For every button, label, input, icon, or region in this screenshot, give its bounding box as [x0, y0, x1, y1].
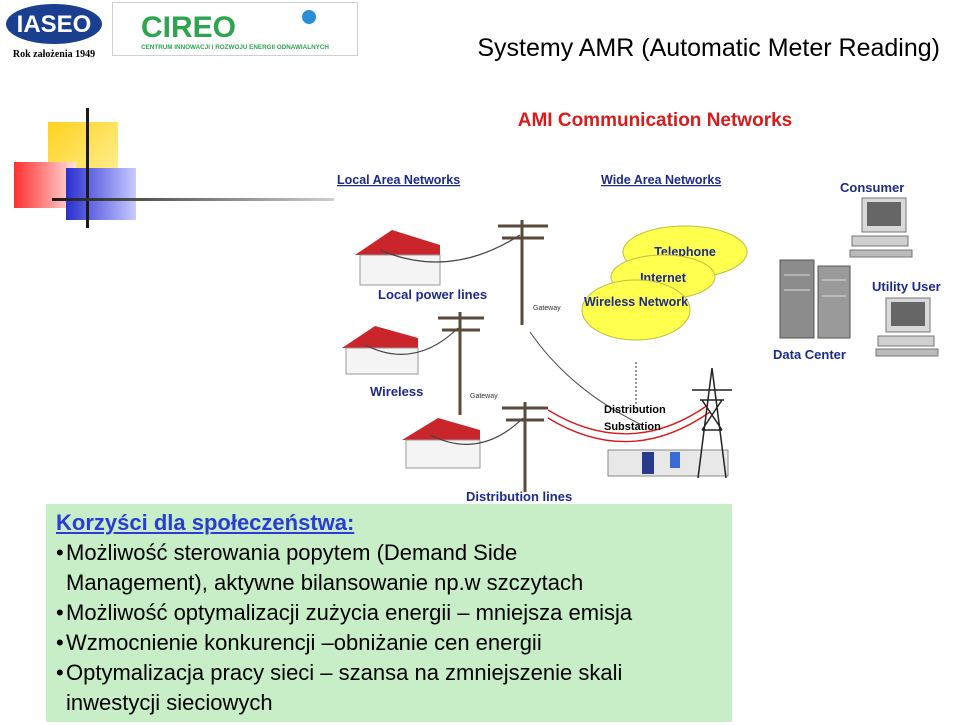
label-substation-1: Distribution: [604, 404, 666, 416]
house-icon: [355, 230, 441, 286]
iaseo-logo-caption: Rok założenia 1949: [13, 49, 95, 60]
label-consumer: Consumer: [840, 180, 904, 195]
benefits-heading: Korzyści dla społeczeństwa:: [56, 510, 355, 535]
label-wan: Wide Area Networks: [601, 173, 721, 187]
label-wireless: Wireless: [370, 384, 423, 399]
bullet-dot: •: [56, 600, 64, 625]
utility-pole-icon: [502, 402, 548, 492]
benefit-continuation: Management), aktywne bilansowanie np.w s…: [66, 570, 584, 595]
bullet-dot: •: [56, 660, 64, 685]
substation-icon: [607, 362, 729, 477]
cireo-logo-text: CIREO: [141, 11, 236, 44]
bullet-dot: •: [56, 630, 64, 655]
benefit-text: Możliwość optymalizacji zużycia energii …: [66, 600, 633, 625]
deco-blue-square: [66, 168, 136, 220]
deco-horizontal-line: [52, 198, 334, 201]
house-icon: [402, 418, 481, 469]
transmission-tower-icon: [692, 367, 732, 479]
bullet-dot: •: [56, 540, 64, 565]
cireo-logo-subtitle: CENTRUM INNOWACJI I ROZWOJU ENERGII ODNA…: [141, 44, 329, 51]
label-distribution-lines: Distribution lines: [466, 489, 572, 504]
house-icon: [342, 326, 419, 375]
data-center-server-icon: [779, 259, 851, 339]
cireo-logo: CIREO CENTRUM INNOWACJI I ROZWOJU ENERGI…: [112, 2, 358, 56]
benefits-box: Korzyści dla społeczeństwa: • Możliwość …: [46, 504, 732, 722]
cloud-wireless-label: Wireless Network: [584, 295, 688, 309]
label-data-center: Data Center: [773, 347, 846, 362]
iaseo-logo: IASEO Rok założenia 1949: [2, 2, 106, 60]
deco-vertical-line: [86, 108, 89, 228]
ami-diagram: AMI Communication Networks Local Area Ne…: [330, 100, 960, 505]
consumer-computer-icon: [849, 197, 913, 258]
benefit-text: Możliwość sterowania popytem (Demand Sid…: [66, 540, 518, 565]
benefit-continuation: inwestycji sieciowych: [66, 690, 273, 715]
diagram-title: AMI Communication Networks: [518, 110, 792, 131]
utility-computer-icon: [875, 297, 939, 357]
benefit-text: Optymalizacja pracy sieci – szansa na zm…: [66, 660, 623, 685]
label-utility-user: Utility User: [872, 279, 941, 294]
label-gateway-2: Gateway: [470, 393, 498, 400]
label-substation-2: Substation: [604, 421, 661, 433]
benefit-item: • Optymalizacja pracy sieci – szansa na …: [56, 658, 722, 688]
slide-title: Systemy AMR (Automatic Meter Reading): [477, 34, 940, 62]
benefit-item: • Wzmocnienie konkurencji –obniżanie cen…: [56, 628, 722, 658]
iaseo-logo-text: IASEO: [17, 11, 92, 38]
benefit-item: • Możliwość optymalizacji zużycia energi…: [56, 598, 722, 628]
benefit-item: • Możliwość sterowania popytem (Demand S…: [56, 538, 722, 568]
label-lan: Local Area Networks: [337, 173, 460, 187]
benefit-text: Wzmocnienie konkurencji –obniżanie cen e…: [66, 630, 542, 655]
label-local-power-lines: Local power lines: [378, 287, 487, 302]
utility-pole-icon: [438, 312, 484, 415]
utility-pole-icon: [498, 220, 548, 325]
label-gateway-1: Gateway: [533, 305, 561, 312]
cloud-wireless-network: Wireless Network: [581, 279, 691, 341]
